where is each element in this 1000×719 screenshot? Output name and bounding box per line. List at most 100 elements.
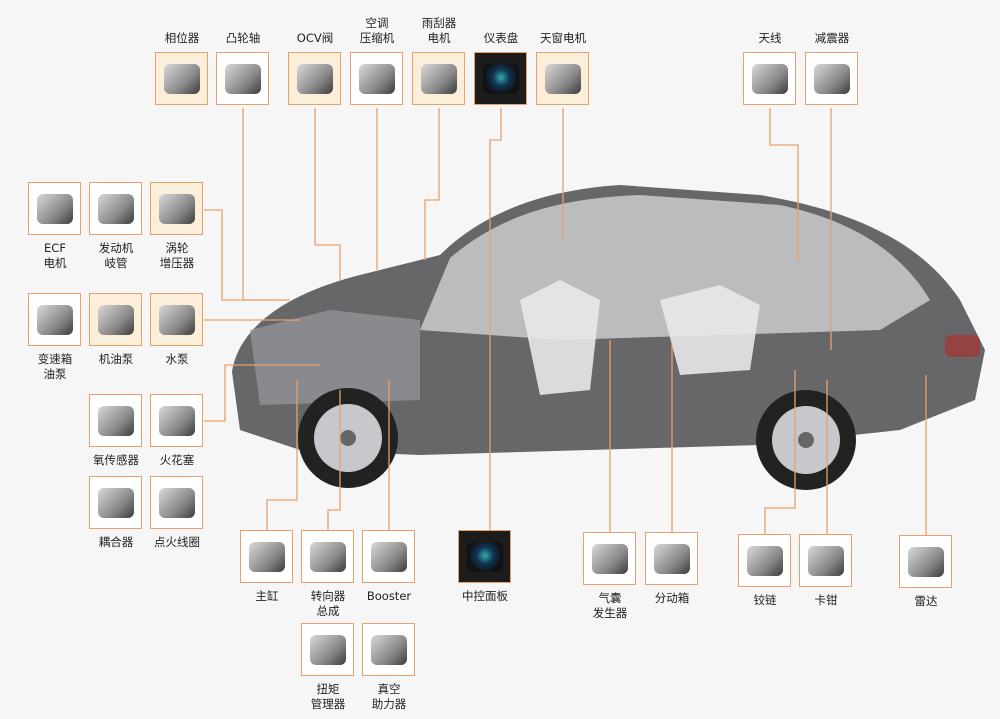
label-line: 真空	[377, 682, 401, 696]
connector-lines	[204, 108, 927, 535]
ac-compressor-image[interactable]	[350, 52, 403, 105]
steering-assembly-image[interactable]	[301, 530, 354, 583]
label-line: 主缸	[255, 589, 279, 603]
label-line: 压缩机	[359, 31, 395, 45]
label-line: 管理器	[310, 697, 346, 711]
label-line: 岐管	[104, 256, 128, 270]
transfer-case-icon	[653, 543, 690, 574]
torque-manager-icon	[309, 634, 346, 665]
center-console-label: 中控面板	[441, 589, 529, 604]
instrument-panel-icon	[482, 63, 519, 94]
vacuum-booster-label: 真空助力器	[345, 682, 433, 712]
steering-assembly-label: 转向器总成	[284, 589, 372, 619]
shock-absorber-image[interactable]	[805, 52, 858, 105]
transmission-oil-pump-icon	[36, 304, 73, 335]
label-line: 铰链	[753, 593, 777, 607]
engine-manifold-icon	[97, 193, 134, 224]
camshaft-icon	[224, 63, 261, 94]
ecf-motor-image[interactable]	[28, 182, 81, 235]
label-line: 火花塞	[159, 453, 195, 467]
transfer-case-image[interactable]	[645, 532, 698, 585]
label-line: 助力器	[371, 697, 407, 711]
airbag-generator-label: 气囊发生器	[566, 591, 654, 621]
sunroof-motor-icon	[544, 63, 581, 94]
caliper-image[interactable]	[799, 534, 852, 587]
camshaft-image[interactable]	[216, 52, 269, 105]
label-line: 分动箱	[654, 591, 690, 605]
hinge-icon	[746, 545, 783, 576]
wiper-motor-icon	[420, 63, 457, 94]
label-line: 电机	[427, 31, 451, 45]
hinge-label: 铰链	[721, 593, 809, 608]
label-line: 涡轮	[165, 241, 189, 255]
sunroof-motor-label: 天窗电机	[519, 31, 607, 46]
oxygen-sensor-image[interactable]	[89, 394, 142, 447]
water-pump-image[interactable]	[150, 293, 203, 346]
center-console-image[interactable]	[458, 530, 511, 583]
ocv-valve-image[interactable]	[288, 52, 341, 105]
center-console-icon	[466, 541, 503, 572]
torque-manager-image[interactable]	[301, 623, 354, 676]
label-line: 天线	[758, 31, 782, 45]
wiper-motor-label: 雨刮器电机	[395, 16, 483, 46]
rear-wheel	[756, 390, 856, 490]
car-body	[232, 185, 985, 455]
water-pump-icon	[158, 304, 195, 335]
ocv-valve-label: OCV阀	[271, 31, 359, 46]
transfer-case-label: 分动箱	[628, 591, 716, 606]
label-line: 卡钳	[814, 593, 838, 607]
engine-manifold-label: 发动机岐管	[72, 241, 160, 271]
label-line: 油泵	[43, 367, 67, 381]
label-line: 扭矩	[316, 682, 340, 696]
coupler-image[interactable]	[89, 476, 142, 529]
label-line: 点火线圈	[154, 535, 200, 549]
caliper-icon	[807, 545, 844, 576]
transmission-oil-pump-image[interactable]	[28, 293, 81, 346]
hinge-image[interactable]	[738, 534, 791, 587]
phaser-image[interactable]	[155, 52, 208, 105]
label-line: 凸轮轴	[225, 31, 261, 45]
coupler-icon	[97, 487, 134, 518]
antenna-label: 天线	[726, 31, 814, 46]
instrument-panel-label: 仪表盘	[457, 31, 545, 46]
label-line: 雨刮器	[421, 16, 457, 30]
label-line: ECF	[44, 241, 66, 255]
label-line: 机油泵	[98, 352, 134, 366]
wiper-motor-image[interactable]	[412, 52, 465, 105]
ignition-coil-icon	[158, 487, 195, 518]
booster-image[interactable]	[362, 530, 415, 583]
antenna-image[interactable]	[743, 52, 796, 105]
engine-manifold-image[interactable]	[89, 182, 142, 235]
label-line: OCV阀	[296, 31, 334, 45]
steering-assembly-icon	[309, 541, 346, 572]
oxygen-sensor-label: 氧传感器	[72, 453, 160, 468]
instrument-panel-image[interactable]	[474, 52, 527, 105]
airbag-generator-image[interactable]	[583, 532, 636, 585]
ignition-coil-image[interactable]	[150, 476, 203, 529]
radar-image[interactable]	[899, 535, 952, 588]
spark-plug-image[interactable]	[150, 394, 203, 447]
label-line: 发生器	[592, 606, 628, 620]
label-line: Booster	[366, 589, 412, 603]
turbocharger-image[interactable]	[150, 182, 203, 235]
booster-icon	[370, 541, 407, 572]
label-line: 变速箱	[37, 352, 73, 366]
label-line: 电机	[43, 256, 67, 270]
spark-plug-label: 火花塞	[133, 453, 221, 468]
master-cylinder-label: 主缸	[223, 589, 311, 604]
phaser-icon	[163, 63, 200, 94]
airbag-generator-icon	[591, 543, 628, 574]
vacuum-booster-image[interactable]	[362, 623, 415, 676]
oil-pump-icon	[97, 304, 134, 335]
torque-manager-label: 扭矩管理器	[284, 682, 372, 712]
booster-label: Booster	[345, 589, 433, 604]
sunroof-motor-image[interactable]	[536, 52, 589, 105]
label-line: 雷达	[914, 594, 938, 608]
transmission-oil-pump-label: 变速箱油泵	[11, 352, 99, 382]
master-cylinder-image[interactable]	[240, 530, 293, 583]
front-wheel	[298, 388, 398, 488]
oil-pump-image[interactable]	[89, 293, 142, 346]
label-line: 耦合器	[98, 535, 134, 549]
vacuum-booster-icon	[370, 634, 407, 665]
